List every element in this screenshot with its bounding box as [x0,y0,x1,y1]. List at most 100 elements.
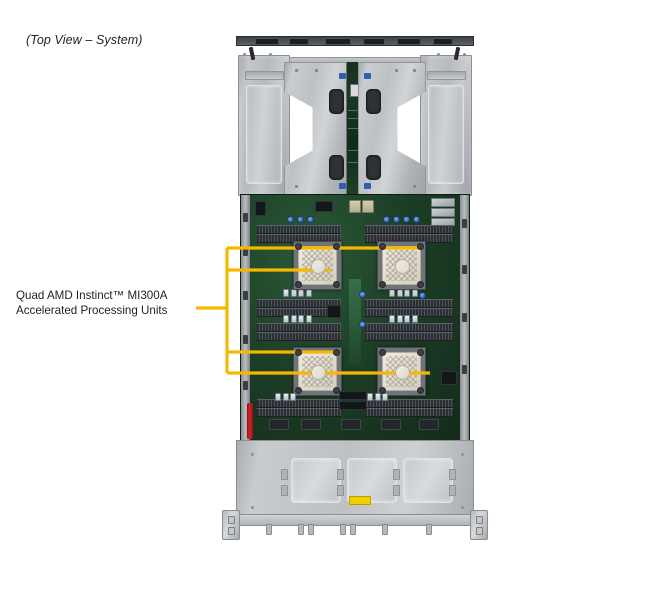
chassis-rail-right [460,195,469,443]
bezel-slot [449,485,456,496]
capacitor-group [389,315,418,323]
rack-ear-left [222,510,240,540]
pcb-center-trace [349,279,361,365]
apu-mount-bolt [379,281,386,288]
pcb-chip [339,401,367,410]
callout-label: Quad AMD Instinct™ MI300A Accelerated Pr… [16,288,206,318]
apu-heatsink-hub [311,259,326,274]
riser-handle-left [248,46,256,61]
bezel-connector [255,38,279,45]
bezel-slot [281,485,288,496]
apu-mount-bolt [295,243,302,250]
io-chip [315,201,333,212]
shroud-screw [413,69,416,72]
bezel-screw [461,453,464,456]
capacitor [359,321,366,328]
apu-heatsink-hub [395,365,410,380]
apu-heatsink-hub [311,365,326,380]
bezel-panel-2 [347,458,397,503]
callout-label-line-1: Quad AMD Instinct™ MI300A [16,289,168,302]
apu-mount-bolt [417,243,424,250]
riser-module-right [420,46,472,196]
apu-mount-bolt [333,281,340,288]
board-connector [419,419,439,430]
apu-mount-bolt [379,349,386,356]
apu-mount-bolt [295,387,302,394]
bezel-connector [397,38,421,45]
apu-mount-bolt [295,281,302,288]
shroud-touchpoint [364,73,371,79]
shroud-touchpoint [339,183,346,189]
io-port [362,200,374,213]
shroud-screw [295,185,298,188]
bezel-clip [298,524,304,535]
rack-ear-hole [476,516,483,524]
bezel-slot [449,469,456,480]
apu-mount-bolt [333,349,340,356]
shroud-screw [295,69,298,72]
pcb-trace [348,118,361,119]
capacitor [359,291,366,298]
bezel-connector-strip [236,36,474,46]
apu-mount-bolt [379,243,386,250]
apu-module-top-right [377,241,426,290]
shroud-cutout [329,89,344,114]
shroud-cutout [366,155,381,180]
capacitor [413,216,420,223]
io-connector [431,208,455,217]
riser-pin [437,53,440,56]
pcb-component [255,201,266,216]
callout-label-line-2: Accelerated Processing Units [16,304,168,318]
shroud-touchpoint [364,183,371,189]
rack-ear-hole [476,527,483,535]
dimm-bank [365,408,453,417]
capacitor-group [389,289,418,297]
bezel-clip [350,524,356,535]
dimm-bank [257,225,341,234]
shroud-cutout [366,89,381,114]
bezel-slot [281,469,288,480]
io-connector [431,198,455,207]
shroud-screw [413,185,416,188]
board-connector [301,419,321,430]
apu-module-bottom-right [377,347,426,396]
capacitor-group [275,393,296,401]
pcb-trace [348,110,361,111]
capacitor-group [283,289,312,297]
riser-slot-right [427,71,466,80]
pcb-trace [348,150,361,151]
pcb-chip [327,305,341,318]
capacitor [393,216,400,223]
air-shroud-deck [284,62,426,196]
io-port [349,200,361,213]
bezel-clip [426,524,432,535]
air-shroud-right [358,62,426,196]
pcb-trace [348,162,361,163]
bezel-slot [393,469,400,480]
dimm-bank [365,323,453,332]
bezel-clip [382,524,388,535]
apu-mount-bolt [417,387,424,394]
riser-plate-left [246,85,282,184]
riser-pin [463,53,466,56]
apu-mount-bolt [333,387,340,394]
rail-notch [243,247,248,256]
shroud-cutout [329,155,344,180]
bezel-clip [266,524,272,535]
apu-module-bottom-left [293,347,342,396]
board-connector [341,419,361,430]
rail-notch [462,265,467,274]
riser-module-left [238,46,290,196]
bezel-connector [433,38,453,45]
motherboard [240,194,470,444]
shroud-touchpoint [339,73,346,79]
apu-mount-bolt [417,281,424,288]
pcb-chip [441,371,457,385]
air-shroud-left [284,62,352,196]
shroud-screw [395,69,398,72]
bezel-slot [337,485,344,496]
bezel-slot [337,469,344,480]
dimm-bank [257,332,341,341]
riser-pin [243,53,246,56]
dimm-bank [257,323,341,332]
